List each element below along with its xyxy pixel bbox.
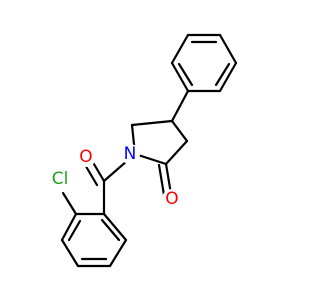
bond bbox=[170, 89, 190, 123]
bonds bbox=[60, 33, 238, 268]
bond bbox=[214, 62, 231, 87]
bond bbox=[177, 62, 194, 87]
bond bbox=[102, 212, 128, 242]
bond bbox=[170, 61, 190, 93]
bond bbox=[170, 119, 189, 143]
atom-label: N bbox=[124, 144, 137, 164]
atom-label: O bbox=[165, 189, 178, 209]
bond bbox=[170, 33, 190, 65]
bond bbox=[108, 238, 128, 268]
bond bbox=[67, 219, 82, 242]
bond bbox=[60, 238, 80, 268]
bond bbox=[164, 162, 173, 196]
bond bbox=[157, 163, 166, 197]
molecule-structure-diagram: O Cl N O bbox=[47, 33, 238, 268]
atom-labels: O Cl N O bbox=[47, 144, 182, 209]
atom-nitrogen: N bbox=[120, 144, 140, 164]
bond bbox=[218, 61, 238, 93]
bond bbox=[218, 33, 238, 65]
atom-label: Cl bbox=[52, 169, 69, 189]
bond bbox=[133, 152, 168, 166]
bond bbox=[61, 191, 78, 216]
bond bbox=[60, 212, 78, 242]
atom-label: O bbox=[79, 147, 92, 167]
atom-oxygen-lactam: O bbox=[162, 189, 182, 209]
atom-oxygen-carbonyl-upper: O bbox=[76, 147, 96, 167]
bond bbox=[100, 218, 121, 242]
bond bbox=[130, 119, 174, 127]
bond bbox=[164, 139, 189, 166]
atom-chlorine: Cl bbox=[47, 169, 73, 189]
